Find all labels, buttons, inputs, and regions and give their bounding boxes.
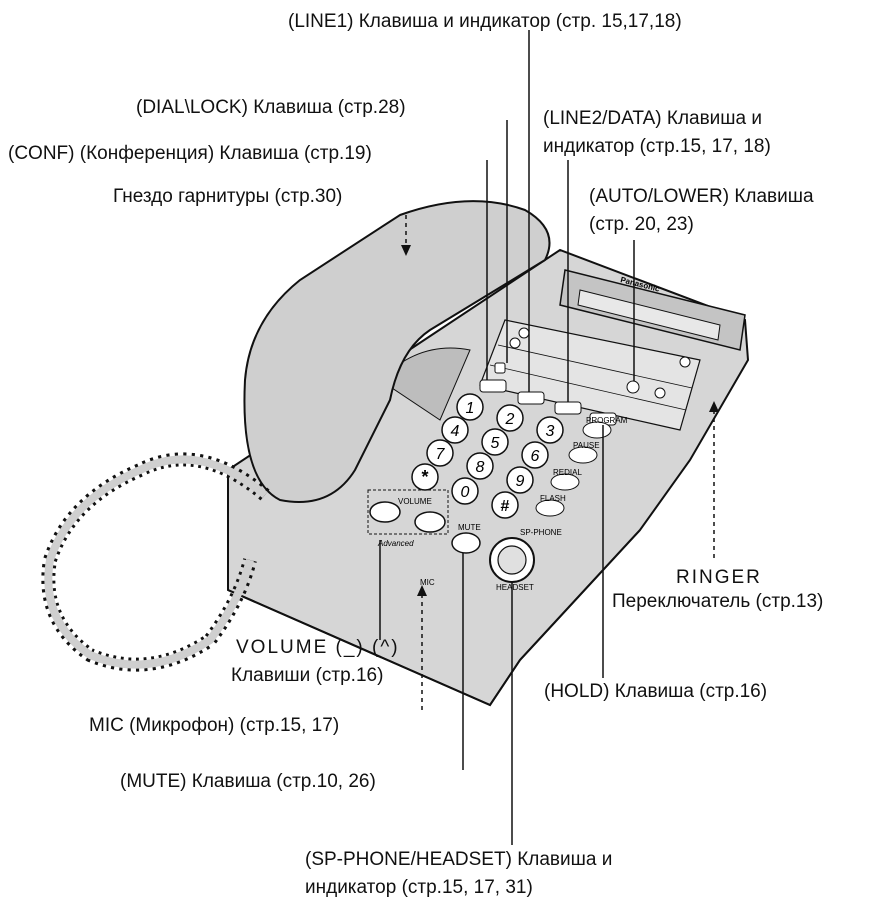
conf-key — [517, 391, 545, 405]
keypad: 1 2 3 4 5 6 7 8 9 * 0 # — [411, 393, 564, 519]
lcd-screen — [577, 289, 721, 341]
label-sp-phone-1: (SP-PHONE/HEADSET) Клавиша и — [305, 849, 613, 870]
volume-up-key — [414, 511, 446, 533]
svg-text:0: 0 — [461, 484, 470, 501]
svg-text:HEADSET: HEADSET — [496, 583, 534, 592]
svg-text:*: * — [421, 467, 428, 487]
label-line2-line2: индикатор (стр.15, 17, 18) — [543, 136, 771, 157]
key-1 — [456, 393, 484, 421]
line2-key — [554, 401, 582, 415]
label-headset-jack: Гнездо гарнитуры (стр.30) — [113, 186, 343, 207]
key-6 — [521, 441, 549, 469]
svg-text:VOLUME: VOLUME — [398, 497, 432, 506]
svg-text:PROGRAM: PROGRAM — [586, 416, 628, 425]
svg-text:MIC: MIC — [420, 578, 435, 587]
label-hold: (HOLD) Клавиша (стр.16) — [544, 681, 768, 702]
svg-text:MUTE: MUTE — [458, 523, 481, 532]
svg-text:SP-PHONE: SP-PHONE — [520, 528, 562, 537]
program-key — [582, 421, 612, 439]
redial-key — [550, 473, 580, 491]
dashed-leaders — [405, 215, 715, 712]
label-ringer-2: Переключатель (стр.13) — [612, 591, 824, 612]
label-mic: MIC (Микрофон) (стр.15, 17) — [89, 715, 340, 736]
directory-panel — [479, 319, 701, 431]
svg-text:Advanced: Advanced — [377, 539, 414, 548]
volume-down-key — [369, 501, 401, 523]
key-7 — [426, 439, 454, 467]
auto-lower-key — [626, 380, 640, 394]
key-5 — [481, 428, 509, 456]
key-hash — [491, 491, 519, 519]
key-9 — [506, 466, 534, 494]
mute-key — [451, 532, 481, 554]
key-0 — [451, 477, 479, 505]
svg-text:6: 6 — [531, 448, 540, 465]
label-auto-lower-1: (AUTO/LOWER) Клавиша — [589, 186, 814, 207]
label-volume-1: VOLUME (_) (^) — [236, 637, 400, 658]
dial-lock-key — [494, 362, 506, 374]
base-front-edge — [227, 529, 641, 707]
svg-text:REDIAL: REDIAL — [553, 468, 582, 477]
label-mute: (MUTE) Клавиша (стр.10, 26) — [120, 771, 376, 792]
label-sp-phone-2: индикатор (стр.15, 17, 31) — [305, 877, 533, 898]
svg-text:#: # — [501, 498, 510, 515]
arrow-heads — [401, 245, 719, 596]
label-auto-lower-2: (стр. 20, 23) — [589, 214, 694, 235]
label-line2-line1: (LINE2/DATA) Клавиша и — [543, 108, 763, 129]
svg-text:FLASH: FLASH — [540, 494, 566, 503]
svg-text:PAUSE: PAUSE — [573, 441, 600, 450]
svg-text:2: 2 — [505, 411, 515, 428]
key-2 — [496, 404, 524, 432]
svg-text:1: 1 — [466, 400, 475, 417]
svg-text:3: 3 — [546, 423, 555, 440]
pause-key — [568, 446, 598, 464]
label-volume-2: Клавиши (стр.16) — [231, 665, 384, 686]
label-line1: (LINE1) Клавиша и индикатор (стр. 15,17,… — [288, 11, 682, 32]
key-4 — [441, 416, 469, 444]
key-8 — [466, 452, 494, 480]
svg-text:8: 8 — [476, 459, 485, 476]
label-ringer-1: RINGER — [676, 567, 762, 588]
flash-key — [535, 499, 565, 517]
key-3 — [536, 416, 564, 444]
label-dial-lock: (DIAL\LOCK) Клавиша (стр.28) — [136, 97, 406, 118]
volume-panel — [367, 489, 449, 535]
label-conf: (CONF) (Конференция) Клавиша (стр.19) — [8, 143, 372, 164]
leader-lines — [379, 30, 635, 845]
svg-text:7: 7 — [436, 446, 446, 463]
svg-text:5: 5 — [491, 435, 500, 452]
svg-text:9: 9 — [516, 473, 525, 490]
svg-text:4: 4 — [451, 423, 460, 440]
line1-key — [479, 379, 507, 393]
